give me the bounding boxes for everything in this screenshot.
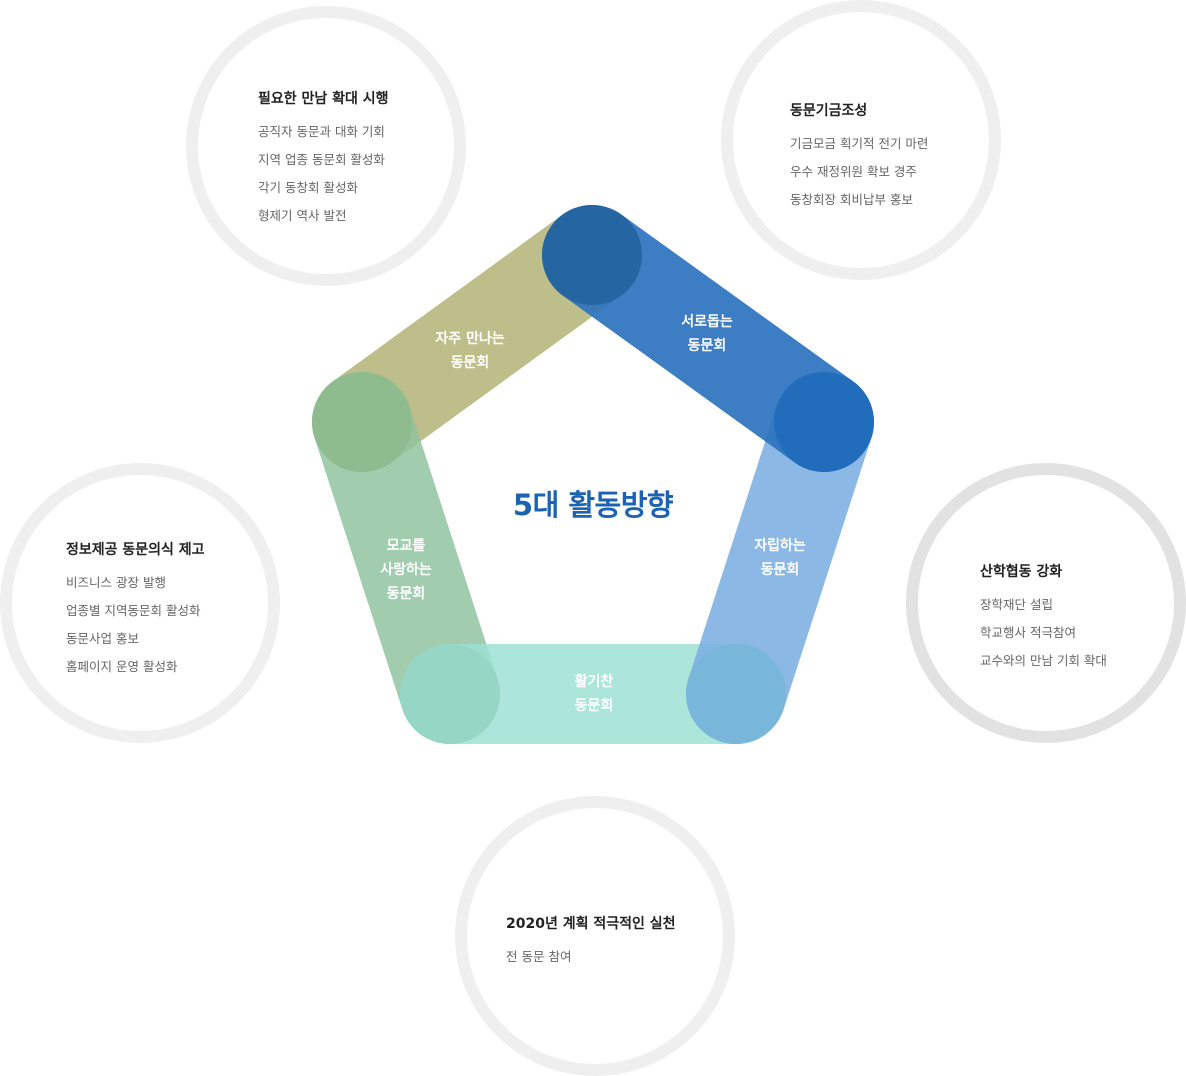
band-label-right: 자립하는 동문회 (710, 534, 850, 582)
node-top (542, 205, 642, 305)
circle-item: 업종별 지역동문회 활성화 (66, 603, 201, 618)
circle-bottom: 2020년 계획 적극적인 실천 전 동문 참여 (455, 796, 735, 1076)
circle-title: 필요한 만남 확대 시행 (258, 91, 389, 107)
circle-right: 산학협동 강화 장학재단 설립 학교행사 적극참여 교수와의 만남 기회 확대 (906, 463, 1186, 743)
circle-item: 교수와의 만남 기회 확대 (980, 653, 1107, 668)
node-left (312, 372, 412, 472)
circle-title: 동문기금조성 (790, 103, 868, 119)
band-label-line: 동문회 (450, 355, 490, 371)
circle-item: 우수 재정위원 확보 경주 (790, 164, 917, 179)
band-label-bottom: 활기찬 동문회 (524, 670, 664, 718)
band-label-left: 모교를 사랑하는 동문회 (336, 534, 476, 606)
circle-item: 공직자 동문과 대화 기회 (258, 124, 385, 139)
circle-item: 비즈니스 광장 발행 (66, 575, 166, 590)
circle-title: 정보제공 동문의식 제고 (66, 542, 205, 558)
center-title: 5대 활동방향 (512, 488, 674, 522)
node-right (774, 372, 874, 472)
circle-item: 전 동문 참여 (506, 949, 572, 964)
band-label-line: 자립하는 (754, 538, 806, 554)
circle-item: 기금모금 획기적 전기 마련 (790, 136, 929, 151)
circle-left: 정보제공 동문의식 제고 비즈니스 광장 발행 업종별 지역동문회 활성화 동문… (0, 463, 280, 743)
node-bottom-left (400, 644, 500, 744)
circle-item: 형제기 역사 발전 (258, 208, 347, 223)
band-label-line: 서로돕는 (681, 314, 733, 330)
band-label-line: 활기찬 (574, 674, 614, 690)
circle-top-left: 필요한 만남 확대 시행 공직자 동문과 대화 기회 지역 업종 동문회 활성화… (186, 6, 466, 286)
band-label-top-right: 서로돕는 동문회 (637, 310, 777, 358)
circle-title: 산학협동 강화 (980, 564, 1063, 580)
band-label-line: 동문회 (386, 586, 426, 602)
band-label-line: 동문회 (574, 698, 614, 714)
circle-item: 동창회장 회비납부 홍보 (790, 192, 913, 207)
band-label-line: 자주 만나는 (435, 331, 505, 347)
node-bottom-right (686, 644, 786, 744)
circle-item: 학교행사 적극참여 (980, 625, 1076, 640)
circle-item: 홈페이지 운영 활성화 (66, 659, 178, 674)
circle-item: 장학재단 설립 (980, 597, 1053, 612)
band-label-line: 사랑하는 (380, 562, 432, 578)
circle-title: 2020년 계획 적극적인 실천 (506, 916, 676, 932)
band-label-line: 동문회 (687, 338, 727, 354)
band-label-top-left: 자주 만나는 동문회 (400, 327, 540, 375)
band-label-line: 동문회 (760, 562, 800, 578)
circle-top-right: 동문기금조성 기금모금 획기적 전기 마련 우수 재정위원 확보 경주 동창회장… (721, 0, 1001, 280)
circle-item: 지역 업종 동문회 활성화 (258, 152, 385, 167)
circle-item: 각기 동창회 활성화 (258, 180, 358, 195)
circle-item: 동문사업 홍보 (66, 631, 139, 646)
band-label-line: 모교를 (386, 538, 426, 554)
